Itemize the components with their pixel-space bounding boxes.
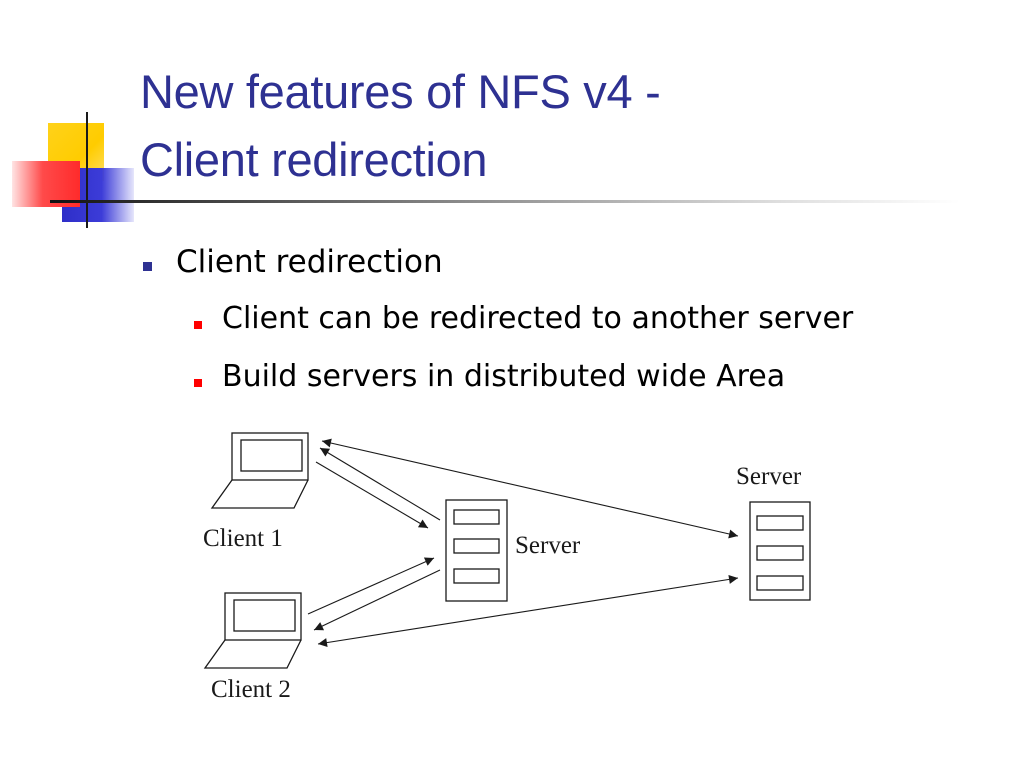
deco-horizontal-rule [50, 200, 960, 203]
arrow-client1-right-server [321, 438, 739, 539]
bullet-square-icon [143, 262, 152, 271]
client-2-label: Client 2 [211, 676, 291, 703]
deco-vertical-line [86, 112, 88, 228]
client-1-label: Client 1 [203, 525, 283, 552]
sub-bullet-square-icon [194, 321, 202, 329]
bullet-level2-item: Build servers in distributed wide Area [222, 359, 786, 394]
right-server-icon [749, 501, 811, 601]
arrow-mid-server-to-client2 [313, 569, 441, 631]
arrow-client2-right-server [317, 574, 739, 648]
arrow-client1-to-mid-server [315, 461, 429, 529]
middle-server-icon [445, 499, 508, 602]
client-2-laptop-icon [203, 592, 302, 669]
arrow-mid-server-to-client1 [319, 447, 441, 521]
sub-bullet-square-icon [194, 379, 202, 387]
arrow-client2-to-mid-server [307, 557, 435, 615]
deco-red-square [12, 161, 80, 207]
client-1-laptop-icon [210, 432, 309, 509]
bullet-list: Client redirection Client can be redirec… [143, 244, 854, 394]
middle-server-label: Server [515, 532, 581, 559]
title-line-1: New features of NFS v4 - [140, 65, 661, 118]
title-line-2: Client redirection [140, 133, 488, 186]
right-server-label: Server [736, 463, 802, 490]
bullet-level2-item: Client can be redirected to another serv… [222, 301, 854, 336]
page-title: New features of NFS v4 - Client redirect… [140, 58, 661, 194]
bullet-level1-item: Client redirection [176, 244, 443, 280]
